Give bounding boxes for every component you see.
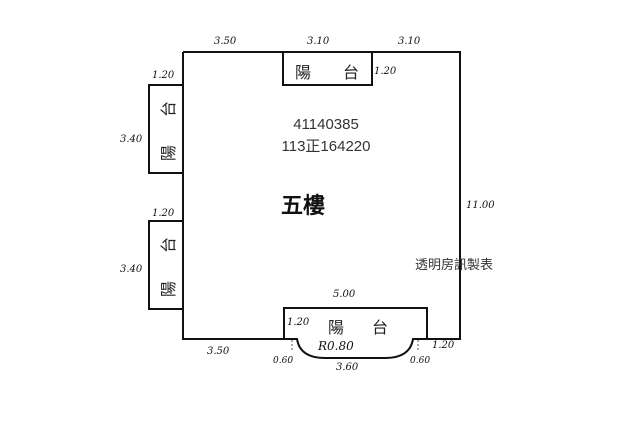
dim-top-balcony: 3.10 [307, 36, 330, 47]
balcony-left-lower-label-char2: 台 [159, 234, 179, 254]
dim-left-lower-length: 3.40 [120, 264, 143, 275]
dim-left-upper-length: 3.40 [120, 134, 143, 145]
document-number: 113正164220 [281, 138, 371, 155]
balcony-bottom-label-char1: 陽 [328, 318, 347, 337]
balcony-top-outline [282, 51, 373, 86]
dim-right-side: 11.00 [466, 200, 495, 211]
dim-left-lower-depth: 1.20 [152, 208, 175, 219]
dim-bay-offset-left: 0.60 [273, 356, 294, 366]
dim-left-upper-depth: 1.20 [152, 70, 175, 81]
dim-bay-length: 3.60 [336, 362, 359, 373]
dim-bottom-balcony-depth: 1.20 [287, 317, 310, 328]
balcony-left-upper-label-char2: 台 [159, 98, 179, 118]
dim-top-left: 3.50 [214, 36, 237, 47]
balcony-top-label-char1: 陽 [295, 63, 314, 82]
bay-window-curve [284, 338, 427, 359]
dim-top-right: 3.10 [398, 36, 421, 47]
balcony-top-label-char2: 台 [343, 63, 362, 82]
balcony-bottom-label-char2: 台 [372, 318, 391, 337]
floor-label: 五樓 [281, 193, 326, 219]
dim-bottom-right: 1.20 [432, 340, 455, 351]
case-number: 41140385 [293, 116, 359, 133]
dim-bay-offset-right: 0.60 [410, 356, 431, 366]
balcony-left-lower-label-char1: 陽 [159, 278, 179, 298]
balcony-left-upper-outline [148, 84, 183, 174]
dim-bottom-balcony-length: 5.00 [333, 289, 356, 300]
watermark-text: 透明房訊製表 [415, 258, 494, 273]
dim-bay-radius: R0.80 [318, 339, 354, 353]
dim-bottom-left: 3.50 [207, 346, 230, 357]
balcony-bottom-outline [283, 307, 428, 339]
dim-top-balcony-depth: 1.20 [374, 66, 397, 77]
balcony-left-upper-label-char1: 陽 [159, 142, 179, 162]
balcony-left-lower-outline [148, 220, 183, 310]
